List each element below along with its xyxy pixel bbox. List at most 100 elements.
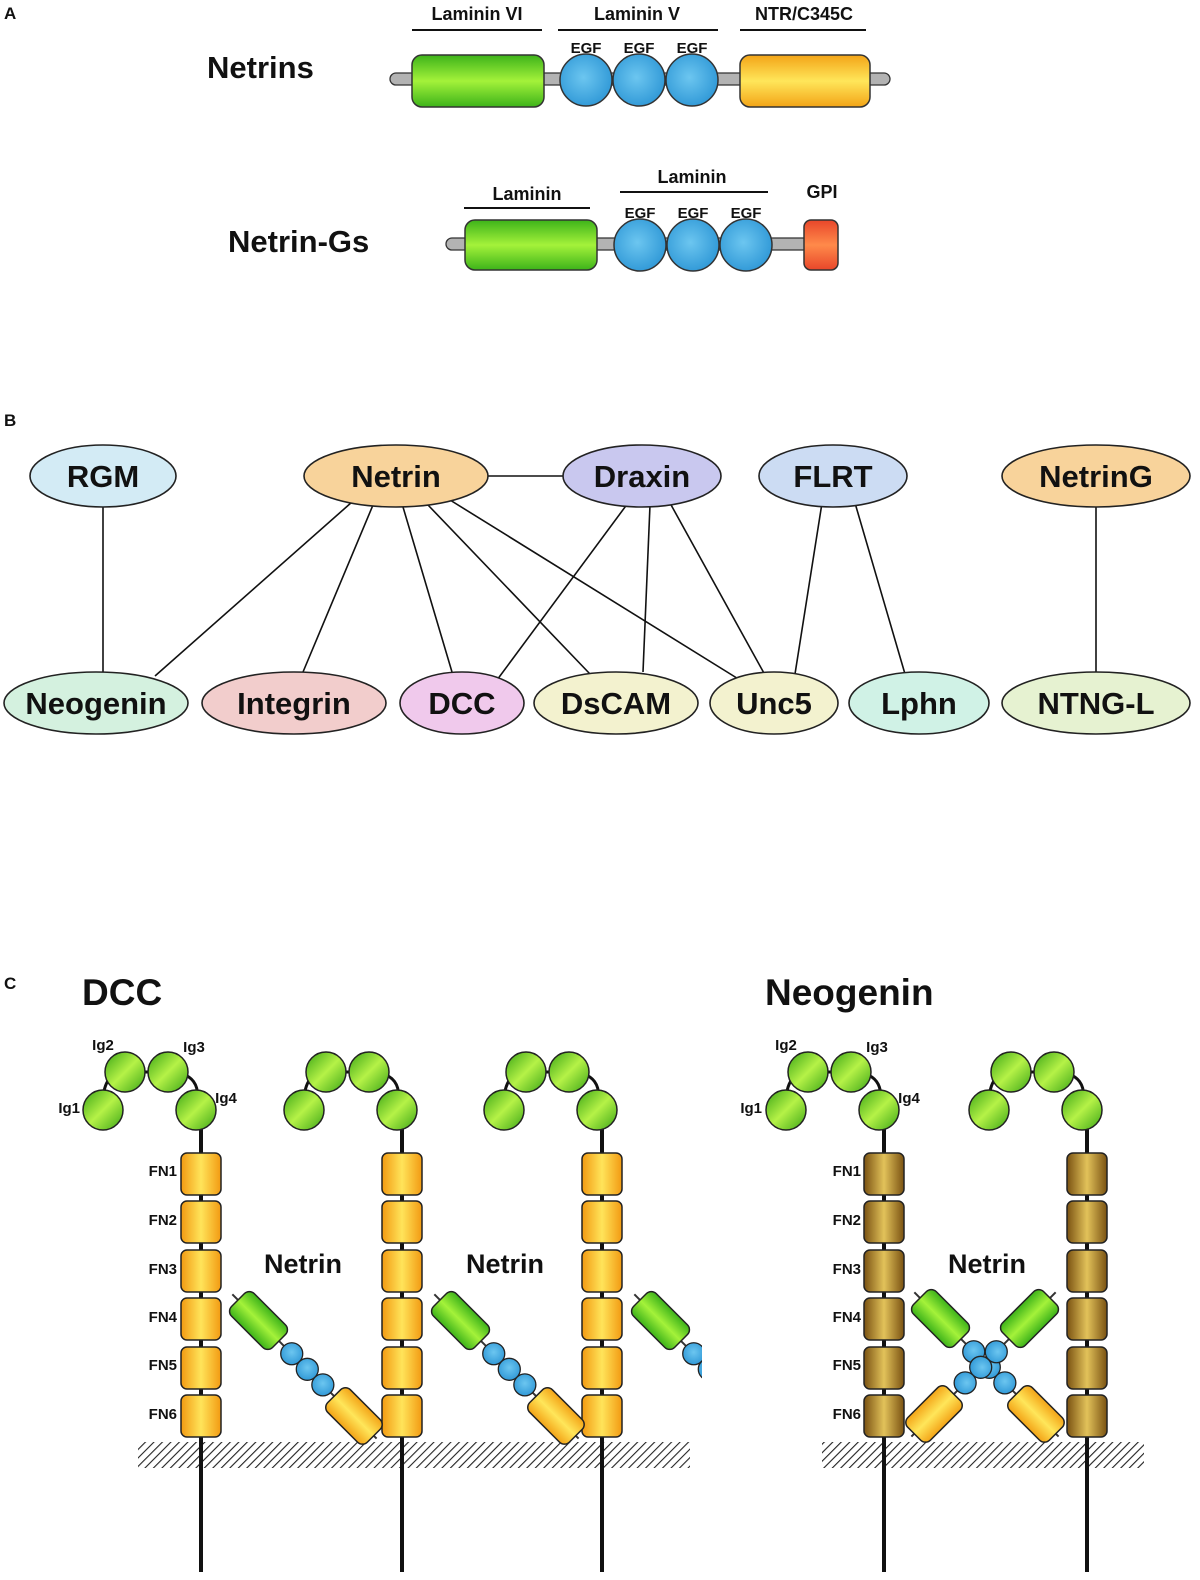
neogenin-title: Neogenin [765,972,934,1013]
egf-domain [665,53,719,107]
netrin-egf-domain [697,1357,702,1381]
netrin-laminin-vi-domain [630,1290,691,1351]
egf-domain [719,218,773,272]
cell-membrane [138,1442,690,1468]
ligand-node-rgm: RGM [29,444,177,508]
fn4-label: FN4 [833,1309,862,1326]
dcc-label: DCC [428,686,495,721]
ig4-domain [1061,1089,1103,1131]
netrins-name: Netrins [207,50,314,85]
egf-label: EGF [571,40,602,57]
netrin-egf-domain [953,1371,977,1395]
receptor-node-dscam: DsCAM [533,671,699,735]
fn1-domain [581,1152,623,1196]
fn6-domain [1066,1394,1108,1438]
egf-label: EGF [625,205,656,222]
netrin-egf-domain [993,1371,1017,1395]
interaction-edges [102,475,1097,681]
dcc-receptor [283,1051,423,1572]
ntng-l-ellipse [1001,671,1191,735]
egf-label: EGF [731,205,762,222]
ig4-label: Ig4 [215,1090,237,1107]
fn1-domain [863,1152,905,1196]
neogenin-ellipse [3,671,189,735]
egf-domain [612,53,666,107]
fn3-label: FN3 [833,1261,861,1278]
netrin-label: Netrin [948,1249,1026,1279]
fn2-label: FN2 [833,1212,861,1229]
netrin-ligand [228,1290,383,1445]
fn6-domain [180,1394,222,1438]
panel-b-label: B [4,411,16,430]
ig1-label: Ig1 [58,1100,80,1117]
lphn-ellipse [848,671,990,735]
ig2-domain [505,1051,547,1093]
netrin-laminin-vi-domain [999,1288,1060,1349]
netrins-ntr-header: NTR/C345C [755,4,853,24]
dscam-label: DsCAM [561,686,671,721]
fn5-domain [581,1346,623,1390]
netrin-gs-domain-diagram: Netrin-Gs Laminin Laminin GPI EGF EGF EG… [228,167,839,272]
receptors [82,1051,1108,1572]
ig2-domain [104,1051,146,1093]
fn4-domain [381,1297,423,1341]
ig3-domain [1033,1051,1075,1093]
fn5-domain [180,1346,222,1390]
ligand-node-draxin: Draxin [562,444,722,508]
cell-membrane [822,1442,1144,1468]
fn6-label: FN6 [833,1406,861,1423]
edge-netrin-dcc [402,506,453,673]
netrins-domain-diagram: Netrins Laminin VI Laminin V NTR/C345C E… [207,4,891,108]
fn6-label: FN6 [149,1406,177,1423]
fn1-label: FN1 [833,1163,861,1180]
ig1-label: Ig1 [740,1100,762,1117]
fn4-domain [1066,1297,1108,1341]
edge-draxin-dcc [496,502,629,681]
ig2-domain [990,1051,1032,1093]
ntr-c345c-domain [739,54,871,108]
fn1-domain [1066,1152,1108,1196]
edge-netrin-neogenin [154,501,353,677]
ligand-node-netrin: Netrin [303,444,489,508]
fn4-domain [581,1297,623,1341]
ig3-label: Ig3 [183,1039,205,1056]
netrin-laminin-vi-domain [228,1290,289,1351]
laminin-vi-domain [411,54,545,108]
neogenin-receptor [968,1051,1108,1572]
netrin-ligands [228,1288,1065,1445]
ig4-domain [376,1089,418,1131]
fn2-domain [863,1200,905,1244]
egf-domain [613,218,667,272]
edge-draxin-unc5 [669,502,766,676]
receptor-node-neogenin: Neogenin [3,671,189,735]
netring-label: NetrinG [1039,459,1153,494]
dscam-ellipse [533,671,699,735]
fn3-domain [863,1249,905,1293]
draxin-ellipse [562,444,722,508]
panel-a-label: A [4,4,16,23]
ligand-node-netring: NetrinG [1001,444,1191,508]
edge-flrt-unc5 [794,502,823,675]
neogenin-receptor [765,1051,905,1572]
ig3-domain [830,1051,872,1093]
receptor-node-integrin: Integrin [201,671,387,735]
edge-flrt-lphn [854,502,906,675]
ig2-label: Ig2 [92,1037,114,1054]
netrin-ligand [905,1288,1060,1443]
fn6-domain [381,1394,423,1438]
fn2-domain [381,1200,423,1244]
panel-c-label: C [4,974,16,993]
netrin-ellipse [303,444,489,508]
egf-label: EGF [677,40,708,57]
neogenin-label: Neogenin [25,686,166,721]
edge-netrin-dscam [427,504,591,675]
draxin-label: Draxin [594,459,690,494]
ntng-l-label: NTNG-L [1037,686,1154,721]
fn-domain-labels-neogenin: FN1 FN2 FN3 FN4 FN5 FN6 [833,1163,862,1423]
netrin-gs-name: Netrin-Gs [228,224,369,259]
fn1-domain [381,1152,423,1196]
dcc-receptor [82,1051,222,1572]
unc5-ellipse [709,671,839,735]
fn6-domain [581,1394,623,1438]
